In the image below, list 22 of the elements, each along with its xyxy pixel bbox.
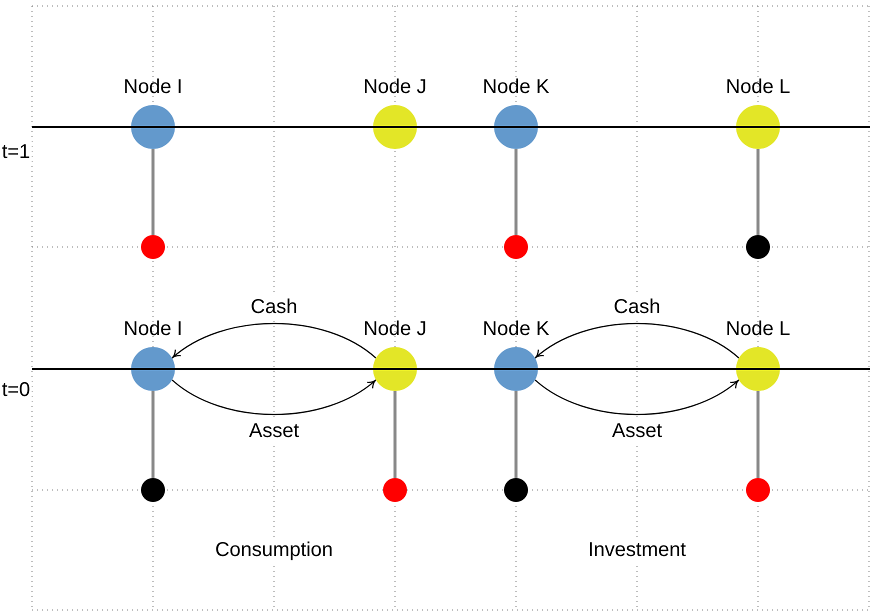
time-label: t=0	[0, 378, 32, 402]
node-label: Node I	[124, 317, 182, 341]
edge-label: Asset	[610, 419, 664, 443]
edge-label: Asset	[246, 419, 302, 443]
node-label: Node I	[124, 75, 182, 99]
node-label: Node J	[363, 75, 427, 99]
time-label: t=1	[0, 140, 32, 164]
node-label: Node K	[482, 317, 550, 341]
edge-label: Cash	[248, 295, 300, 319]
stem-line	[394, 391, 396, 478]
stem-line	[152, 149, 154, 235]
group-label: Consumption	[213, 538, 335, 562]
stem-line	[756, 391, 760, 478]
node-label: Node J	[363, 317, 427, 341]
node-label: Node L	[726, 317, 790, 341]
stem-line	[756, 149, 760, 235]
stem-line	[514, 391, 518, 478]
node-label: Node K	[482, 75, 550, 99]
edge-label: Cash	[612, 295, 662, 319]
stem-line	[152, 391, 154, 478]
node-label: Node L	[726, 75, 790, 99]
stem-line	[514, 149, 518, 235]
